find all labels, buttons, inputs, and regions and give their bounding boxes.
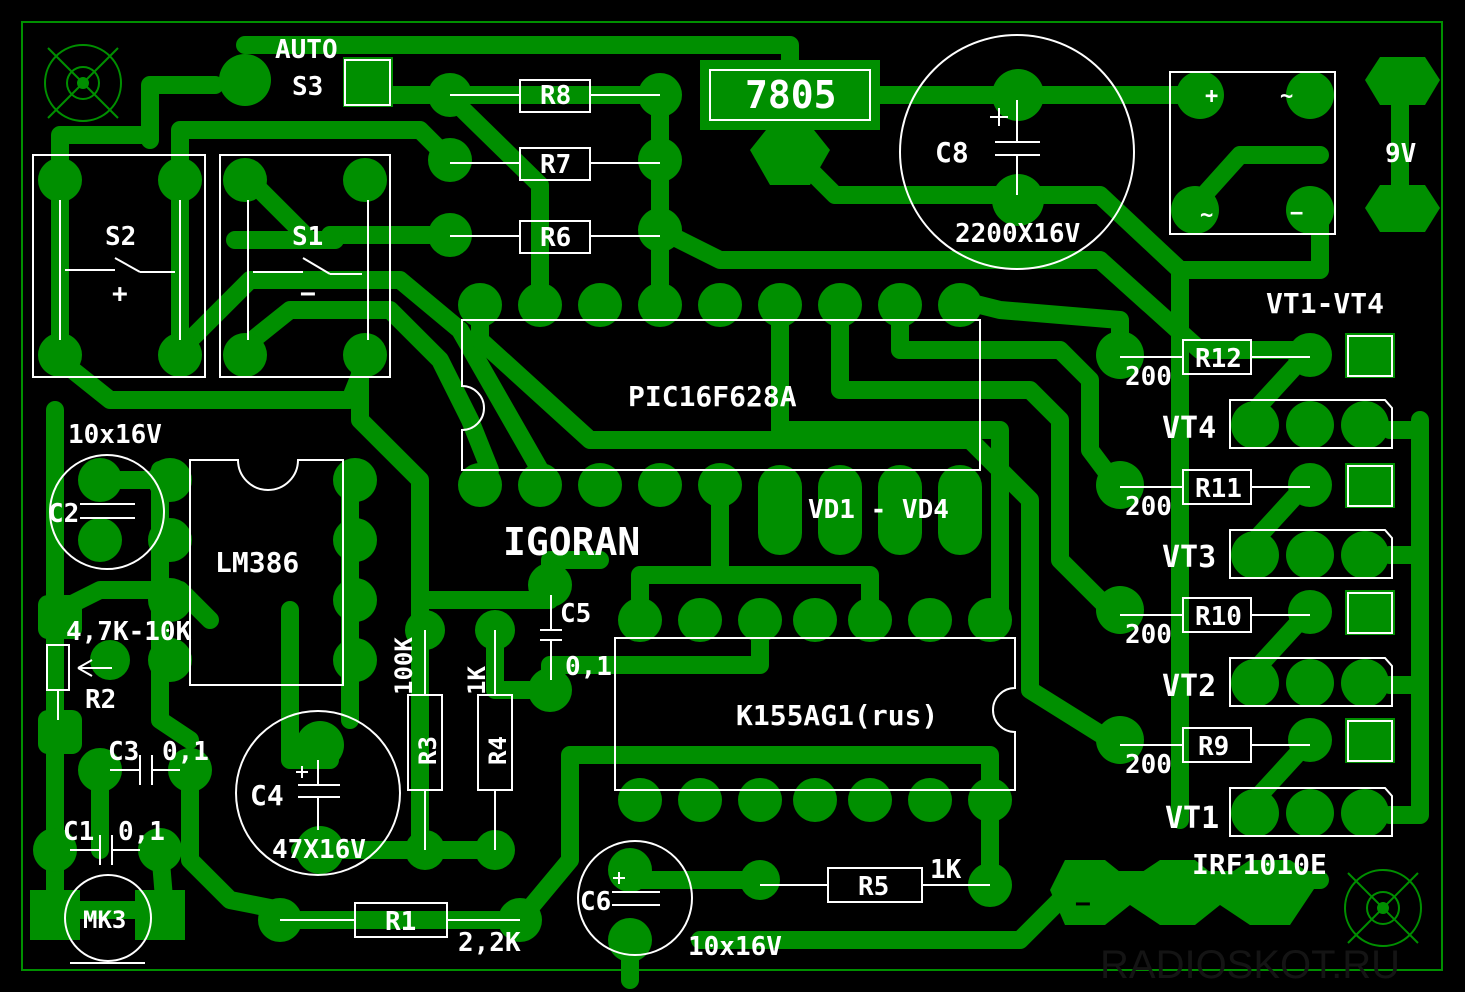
label-out-minus: − xyxy=(1075,889,1091,919)
label-c5-value: 0,1 xyxy=(565,652,612,682)
label-r1: R1 xyxy=(385,907,416,937)
mounting-hole-icon xyxy=(44,44,122,122)
label-pic: PIC16F628A xyxy=(628,380,797,413)
label-r2-value: 4,7K-10K xyxy=(66,617,192,647)
label-irf: IRF1010E xyxy=(1192,848,1327,881)
label-vt3: VT3 xyxy=(1162,540,1216,575)
pads xyxy=(30,54,1440,962)
label-9v: 9V xyxy=(1385,139,1416,169)
label-c2: C2 xyxy=(48,499,79,529)
label-vt2: VT2 xyxy=(1162,669,1216,704)
label-r10: R10 xyxy=(1195,602,1242,632)
label-c4-value: 47X16V xyxy=(272,835,366,865)
label-r9-value: 200 xyxy=(1125,750,1172,780)
label-c2-value: 10x16V xyxy=(68,420,162,450)
board-outline xyxy=(21,21,1443,971)
label-r8: R8 xyxy=(540,81,571,111)
label-r12-value: 200 xyxy=(1125,362,1172,392)
label-mk3: MK3 xyxy=(83,906,126,934)
label-r9: R9 xyxy=(1198,732,1229,762)
label-vt1: VT1 xyxy=(1165,801,1219,836)
label-auto: AUTO xyxy=(275,35,338,65)
label-c3: C3 xyxy=(108,737,139,767)
label-r2: R2 xyxy=(85,685,116,715)
label-s1-minus: − xyxy=(300,279,316,309)
label-bridge-plus: + xyxy=(1205,84,1218,109)
label-s1: S1 xyxy=(292,222,323,252)
label-r3-value: 100K xyxy=(390,637,418,695)
mounting-hole-icon xyxy=(1344,869,1422,947)
label-r1-value: 2,2K xyxy=(458,928,521,958)
silkscreen xyxy=(32,34,1393,964)
label-c1: C1 xyxy=(63,817,94,847)
label-c6-value: 10x16V xyxy=(688,932,782,962)
label-c5: C5 xyxy=(560,599,591,629)
label-c6: C6 xyxy=(580,887,611,917)
label-vt4: VT4 xyxy=(1162,411,1216,446)
label-c8: C8 xyxy=(935,136,969,169)
label-r5-value: 1K xyxy=(930,855,962,885)
label-r11-value: 200 xyxy=(1125,492,1172,522)
component-labels: AUTO S3 S2 S1 + − R8 R7 R6 7805 C8 2200X… xyxy=(48,35,1416,987)
label-bridge-ac2: ~ xyxy=(1200,203,1213,228)
label-s3: S3 xyxy=(292,72,323,102)
label-vd: VD1 - VD4 xyxy=(808,495,949,525)
label-s2: S2 xyxy=(105,222,136,252)
label-r7: R7 xyxy=(540,150,571,180)
label-c8-value: 2200X16V xyxy=(955,219,1080,249)
label-r3: R3 xyxy=(414,736,442,765)
label-igoran: IGORAN xyxy=(503,520,640,564)
label-bridge-minus: − xyxy=(1290,201,1303,226)
label-lm386: LM386 xyxy=(215,546,299,579)
label-7805: 7805 xyxy=(745,73,837,117)
label-r12: R12 xyxy=(1195,344,1242,374)
label-r5: R5 xyxy=(858,872,889,902)
label-bridge-ac1: ~ xyxy=(1280,84,1293,109)
label-vt-group: VT1-VT4 xyxy=(1266,287,1384,320)
label-c4: C4 xyxy=(250,779,284,812)
watermark: RADIOSKOT.RU xyxy=(1100,943,1400,987)
label-r4: R4 xyxy=(484,736,512,765)
label-r6: R6 xyxy=(540,223,571,253)
label-r10-value: 200 xyxy=(1125,620,1172,650)
label-r11: R11 xyxy=(1195,474,1242,504)
label-s2-plus: + xyxy=(112,279,128,309)
label-c3-value: 0,1 xyxy=(162,737,209,767)
label-k155: K155AG1(rus) xyxy=(736,699,938,732)
label-c1-value: 0,1 xyxy=(118,817,165,847)
label-r4-value: 1K xyxy=(463,666,491,695)
